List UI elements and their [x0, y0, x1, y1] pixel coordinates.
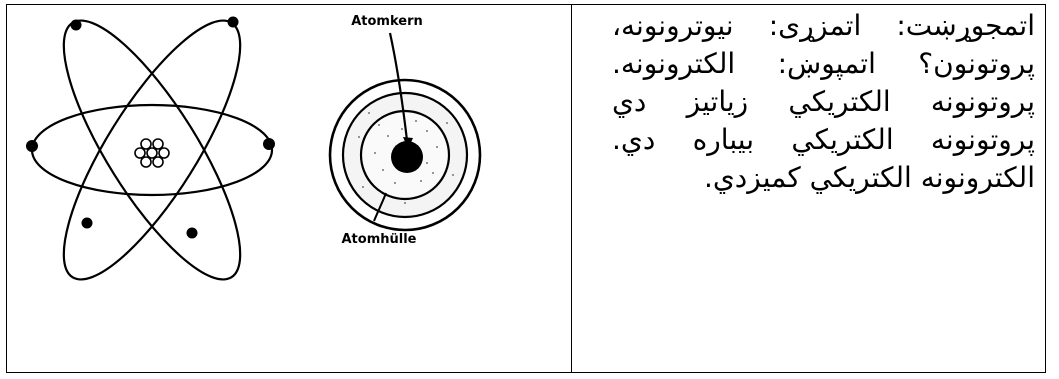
body-text: اتمجوړښت: اتمزړی: نیوترونونه، پروتونون؟ …: [612, 7, 1035, 197]
electron-bottom-left: [82, 218, 93, 229]
electron-left: [26, 140, 38, 152]
label-atomkern: Atomkern: [351, 14, 423, 29]
electron-top-right: [228, 17, 239, 28]
figure-cell: Atomkern Atomhülle: [7, 5, 572, 372]
electron-bottom-right: [187, 228, 198, 239]
atom-diagram: Atomkern Atomhülle: [7, 5, 570, 371]
text-cell: اتمجوړښت: اتمزړی: نیوترونونه، پروتونون؟ …: [572, 5, 1045, 372]
electron-right: [263, 138, 275, 150]
electron-top-left: [71, 20, 82, 31]
label-atomhulle: Atomhülle: [342, 232, 417, 247]
content-table: Atomkern Atomhülle اتمجوړښت: اتمزړی: نیو…: [6, 4, 1046, 373]
shell-model: [330, 33, 480, 230]
nucleus-icon: [135, 139, 169, 167]
